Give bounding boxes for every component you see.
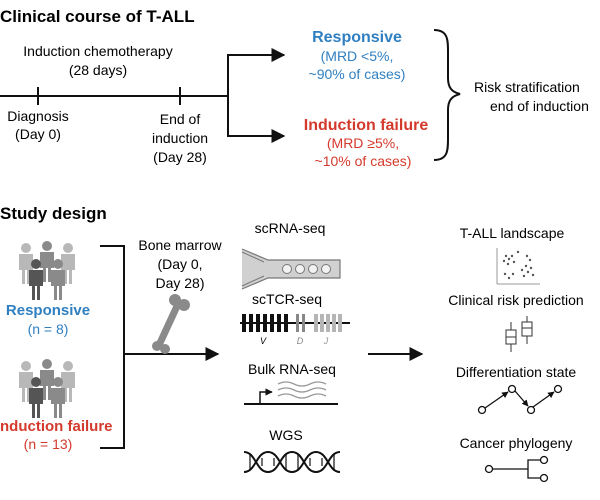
umap-scatter-icon xyxy=(496,248,540,285)
t-all-landscape-label: T-ALL landscape xyxy=(460,225,565,241)
responsive-cohort-count: (n = 8) xyxy=(28,321,69,337)
bone-marrow-days-2: Day 28) xyxy=(155,275,204,291)
tcr-j-segment-label: J xyxy=(323,336,329,346)
scrna-seq-label: scRNA-seq xyxy=(255,220,326,236)
boxplot-icon xyxy=(505,316,533,352)
risk-brace xyxy=(433,29,461,161)
risk-stratification-label-2: end of induction xyxy=(490,98,589,114)
induction-label: Induction chemotherapy xyxy=(23,43,172,59)
microfluidics-icon xyxy=(241,248,341,290)
differentiation-state-label: Differentiation state xyxy=(456,364,577,380)
failure-cohort-label: nduction failure xyxy=(0,418,113,435)
clinical-risk-prediction-label: Clinical risk prediction xyxy=(448,292,583,308)
failure-outcome-detail-2: ~10% of cases) xyxy=(315,153,412,169)
diagnosis-day-label: (Day 0) xyxy=(15,126,61,142)
bone-marrow-days: (Day 0, xyxy=(157,256,202,272)
study-design-title: Study design xyxy=(0,204,107,223)
cohort-bracket xyxy=(100,245,125,449)
end-of-induction-label-2: induction xyxy=(152,130,208,146)
end-of-induction-label: End of xyxy=(160,111,201,127)
bulk-rna-seq-label: Bulk RNA-seq xyxy=(248,361,336,377)
phylogeny-tree-icon xyxy=(484,455,549,483)
wgs-label: WGS xyxy=(269,427,302,443)
failure-people-group xyxy=(19,359,75,418)
induction-duration-label: (28 days) xyxy=(69,62,127,78)
clinical-course-title: Clinical course of T-ALL xyxy=(0,7,195,26)
cancer-phylogeny-label: Cancer phylogeny xyxy=(460,435,573,451)
transcription-icon xyxy=(244,381,338,405)
responsive-outcome-detail-2: ~90% of cases) xyxy=(309,66,406,82)
tcr-v-segment-label: V xyxy=(260,336,267,346)
sctcr-seq-label: scTCR-seq xyxy=(252,291,322,307)
failure-outcome-detail: (MRD ≥5%, xyxy=(327,135,399,151)
responsive-outcome-detail: (MRD <5%, xyxy=(321,48,394,64)
dna-helix-icon xyxy=(243,450,341,474)
tcr-d-segment-label: D xyxy=(297,336,304,346)
trajectory-icon xyxy=(477,384,563,415)
responsive-people-group xyxy=(19,241,75,300)
failure-outcome-title: Induction failure xyxy=(304,117,429,134)
end-of-induction-day-label: (Day 28) xyxy=(153,149,207,165)
tcr-locus-icon xyxy=(240,314,350,332)
bone-marrow-label: Bone marrow xyxy=(138,237,222,253)
diagnosis-label: Diagnosis xyxy=(7,108,68,124)
failure-cohort-count: (n = 13) xyxy=(24,436,73,452)
risk-stratification-label: Risk stratification xyxy=(474,79,580,95)
bone-icon xyxy=(152,294,190,354)
responsive-outcome-title: Responsive xyxy=(312,29,402,46)
responsive-cohort-label: Responsive xyxy=(6,302,90,319)
